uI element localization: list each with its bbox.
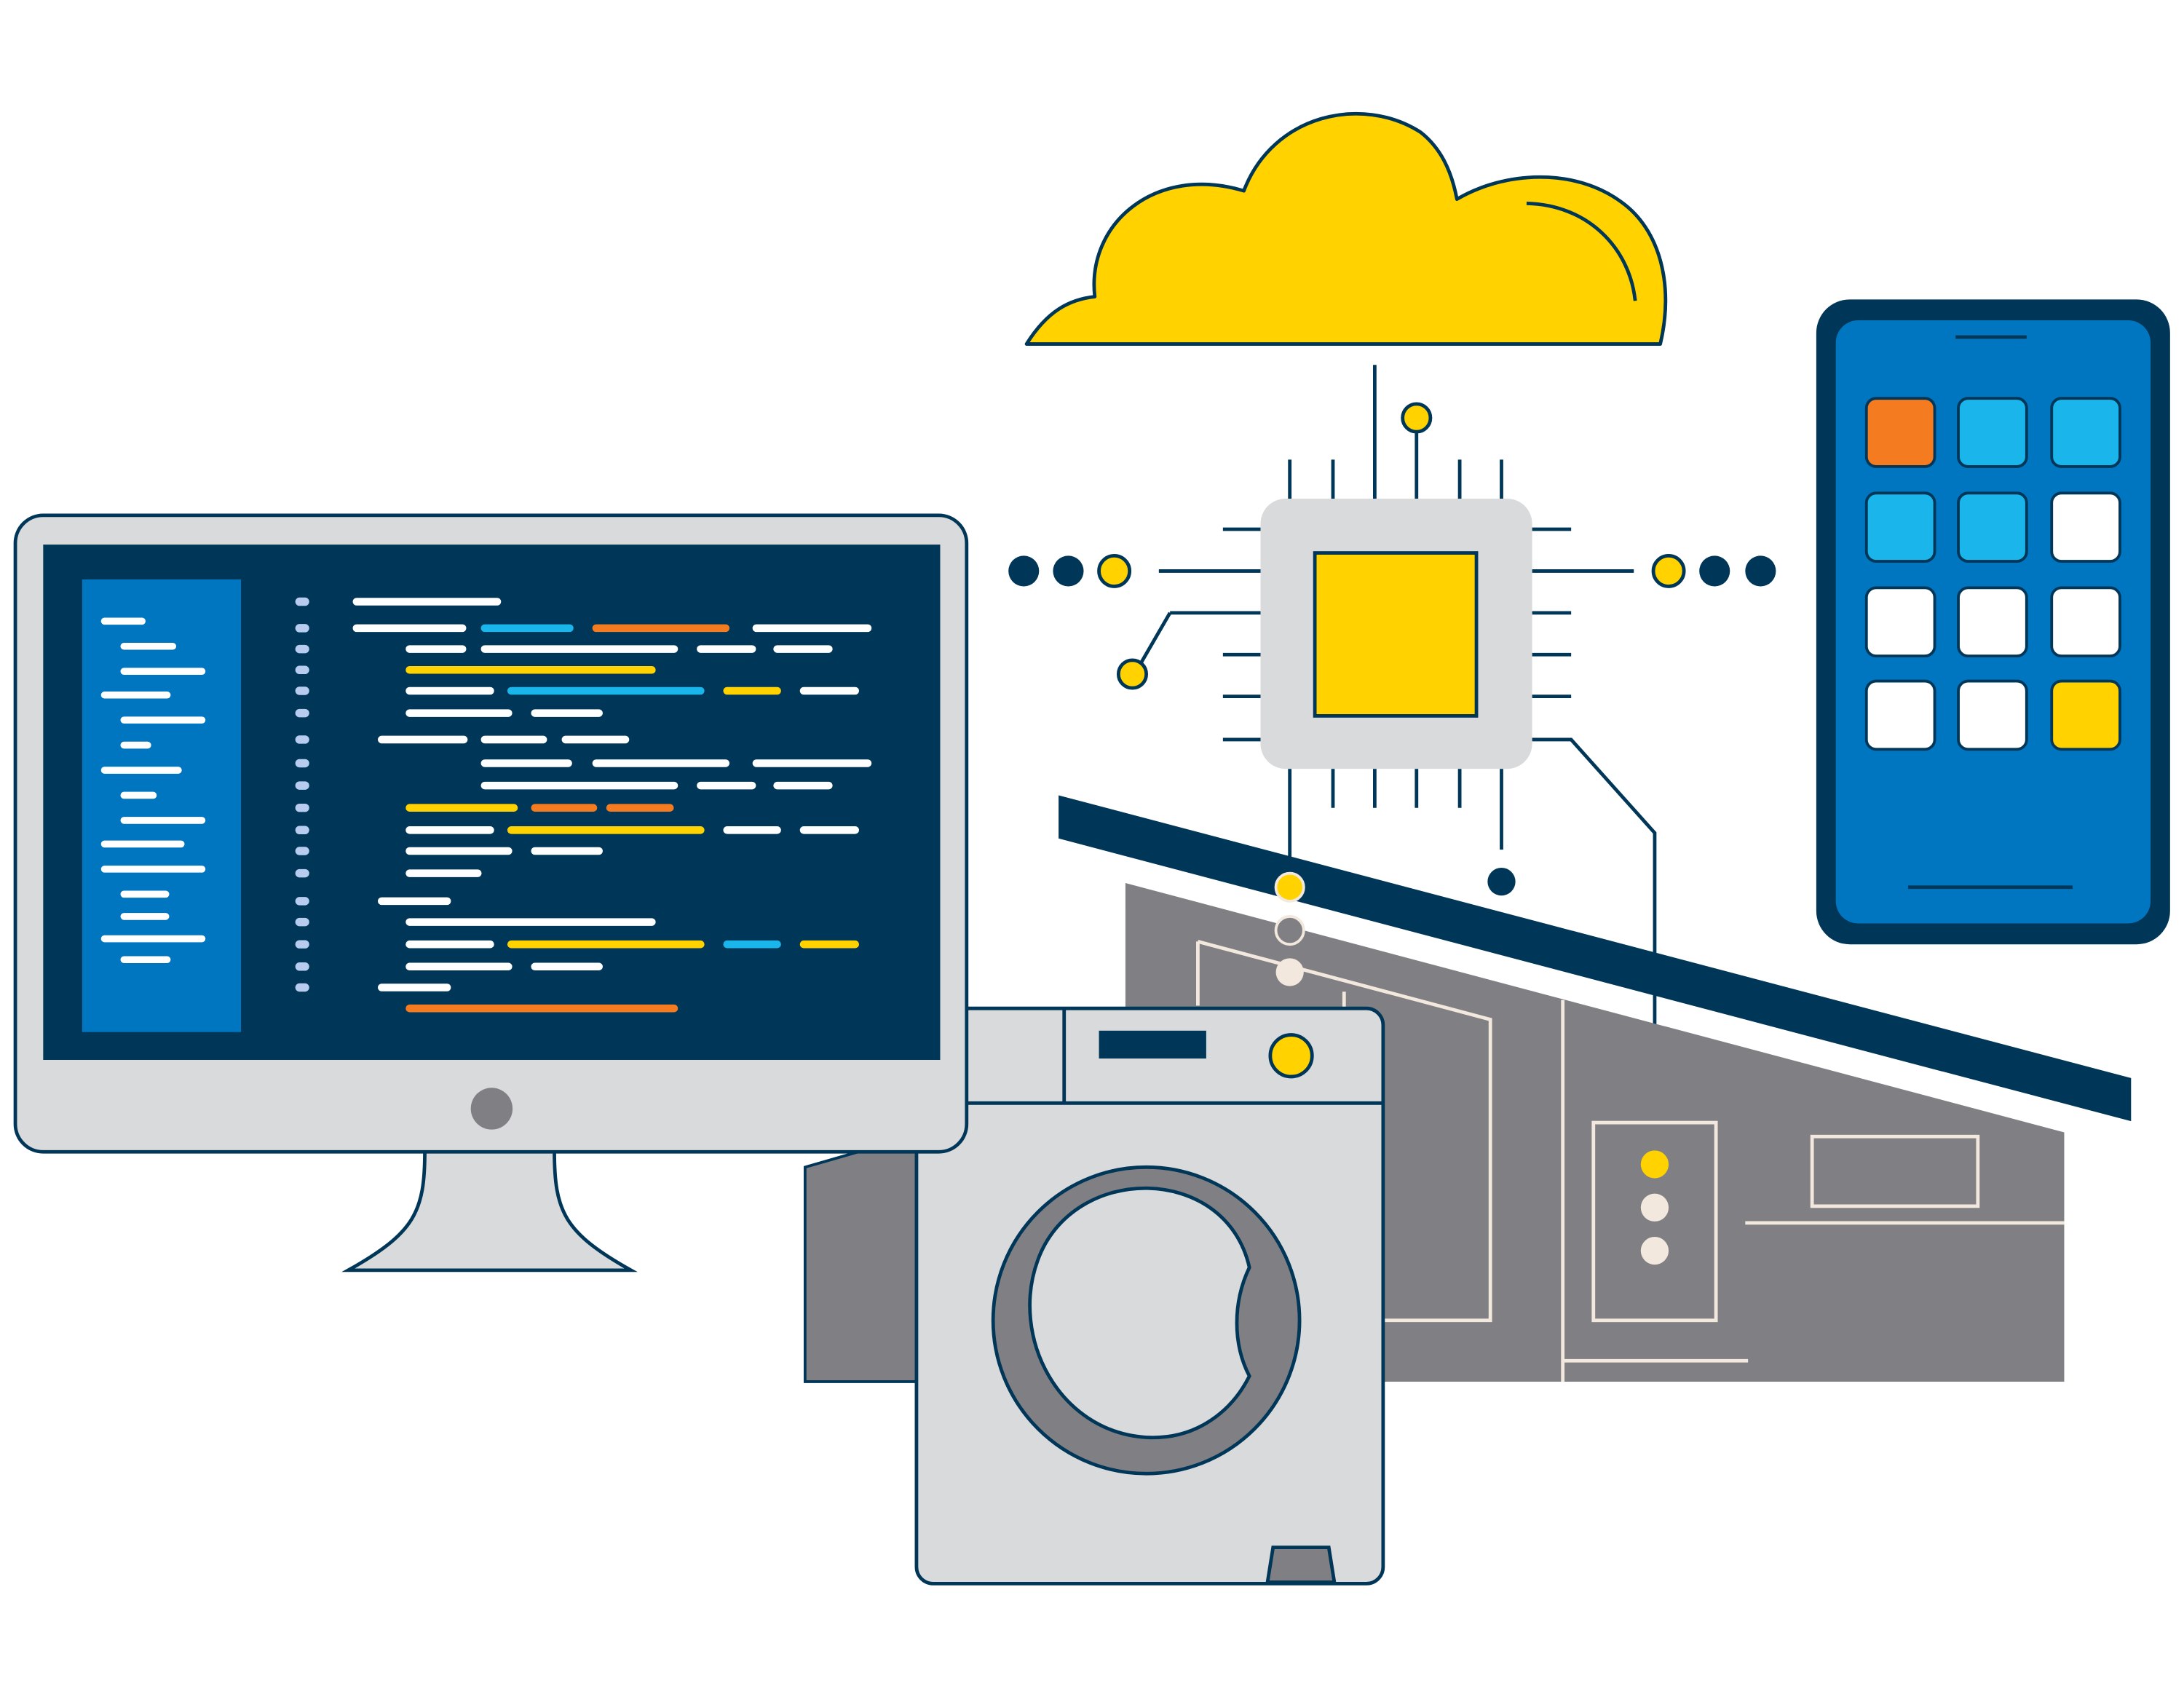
power-button	[470, 1088, 513, 1130]
desktop-computer-icon	[13, 513, 969, 1272]
node-dot	[1699, 555, 1730, 587]
panel-dot	[1640, 1150, 1669, 1179]
line-number-dots	[295, 597, 309, 992]
thermostat-panel-icon	[1591, 1120, 1718, 1323]
node-dot	[1401, 402, 1433, 434]
node-dot	[1487, 867, 1516, 896]
node-dot	[1053, 555, 1084, 587]
app-tile-cyan[interactable]	[2050, 397, 2121, 468]
washer-knob	[1268, 1033, 1314, 1079]
house-window	[1810, 1134, 1980, 1208]
app-tile-cyan[interactable]	[1957, 491, 2028, 563]
sidebar-lines	[100, 617, 206, 964]
node-dot	[1008, 555, 1040, 587]
code-lines	[352, 598, 872, 1013]
connector-dots	[1008, 402, 1776, 896]
app-tile-white[interactable]	[2050, 491, 2121, 563]
app-tile-white[interactable]	[2050, 586, 2121, 658]
cloud-icon	[1024, 111, 1668, 346]
app-tile-cyan[interactable]	[1957, 397, 2028, 468]
signal-dots	[1274, 871, 1305, 986]
node-dot	[1651, 553, 1686, 588]
washer-foot	[1265, 1545, 1337, 1584]
app-tile-orange[interactable]	[1864, 397, 1936, 468]
chip-core	[1313, 551, 1479, 718]
panel-dot	[1640, 1193, 1669, 1222]
app-tile-white[interactable]	[1957, 679, 2028, 751]
washing-machine-icon	[914, 1006, 1385, 1586]
app-grid	[1864, 397, 2121, 751]
app-tile-white[interactable]	[1864, 586, 1936, 658]
node-dot	[1116, 658, 1149, 690]
panel-dot	[1640, 1236, 1669, 1265]
washer-display	[1099, 1030, 1206, 1059]
node-dot	[1745, 555, 1776, 587]
app-tile-white[interactable]	[1957, 586, 2028, 658]
smartphone-icon	[1816, 299, 2170, 945]
app-tile-cyan[interactable]	[1864, 491, 1936, 563]
app-tile-white[interactable]	[1864, 679, 1936, 751]
node-dot	[1097, 553, 1132, 588]
app-tile-yellow[interactable]	[2050, 679, 2121, 751]
